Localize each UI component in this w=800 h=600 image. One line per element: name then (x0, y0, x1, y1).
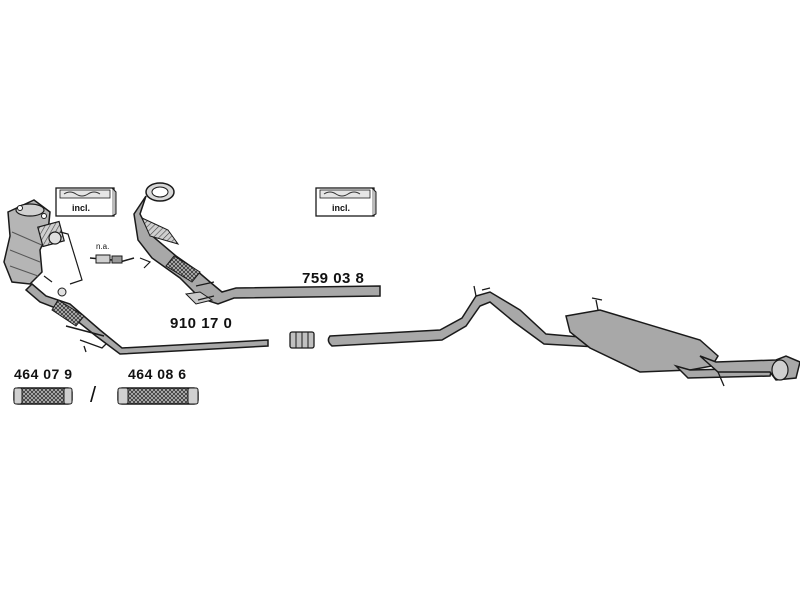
part-number-759038[interactable]: 759 03 8 (302, 270, 365, 287)
alternative-separator: / (90, 382, 97, 407)
lambda-sensor (89, 254, 135, 264)
part-number-464086[interactable]: 464 08 6 (128, 366, 187, 382)
included-kit-box-2 (315, 187, 377, 217)
catalytic-converter-assembly (3, 199, 269, 355)
particulate-filter-assembly (133, 182, 381, 305)
rear-silencer-assembly (327, 285, 800, 387)
not-available-label: n.a. (96, 242, 110, 251)
pipe-clamp (289, 331, 315, 349)
included-label-2: incl. (332, 203, 351, 213)
included-label-1: incl. (72, 203, 91, 213)
part-number-464079[interactable]: 464 07 9 (14, 366, 73, 382)
included-kit-box-1 (55, 187, 117, 217)
part-number-910170[interactable]: 910 17 0 (170, 315, 233, 332)
flex-pipe-464079 (13, 387, 73, 405)
flex-pipe-464086 (117, 387, 199, 405)
